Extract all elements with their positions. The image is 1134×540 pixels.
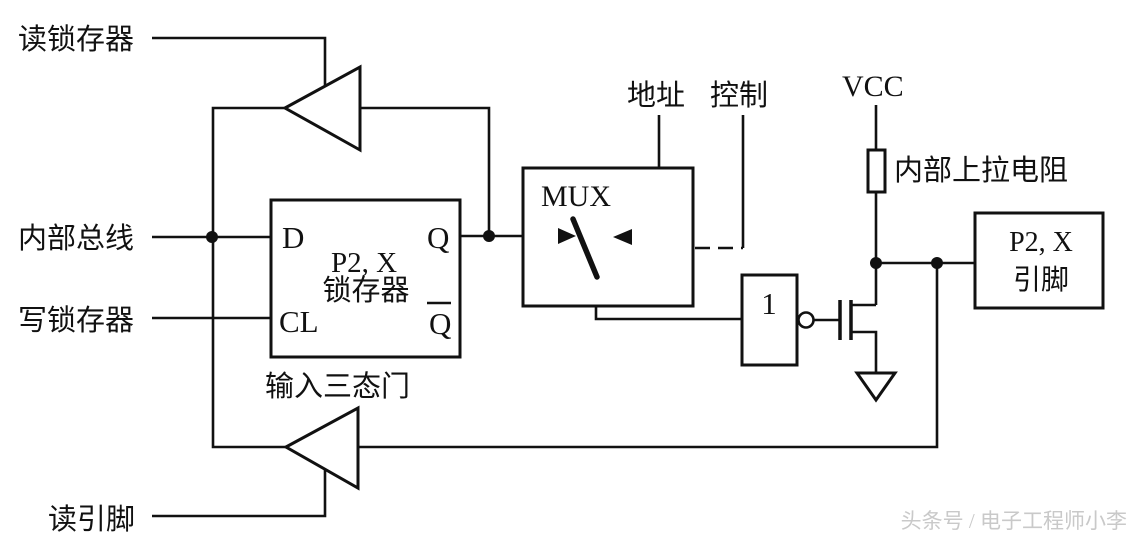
pin-box-line2: 引脚 [1013, 264, 1069, 296]
read-pin-wire [152, 469, 327, 518]
mux-box [521, 166, 695, 308]
latch-title-line1: P2, X [331, 247, 397, 279]
read-latch-label: 读锁存器 [18, 23, 134, 56]
pin-box-line1: P2, X [1009, 227, 1073, 258]
pullup-resistor-label: 内部上拉电阻 [894, 154, 1068, 187]
wires [152, 36, 975, 518]
read-pin-tristate-buffer [282, 405, 360, 491]
mux-switch-arm [570, 216, 600, 280]
pin-junction-dot [931, 257, 943, 269]
mux-label: MUX [541, 180, 611, 213]
junction-dots [206, 230, 943, 269]
q-branch-junction-dot [483, 230, 495, 242]
buffer-outputs-bus-wire [211, 106, 286, 449]
input-tristate-caption: 输入三态门 [265, 370, 410, 403]
mosfet-source-wire [851, 330, 878, 373]
pin-feedback-wire [358, 263, 939, 449]
write-latch-label: 写锁存器 [18, 304, 134, 337]
inverter-bubble [797, 311, 815, 329]
control-label: 控制 [710, 79, 768, 112]
ground-symbol [854, 371, 898, 403]
latch-cl-label: CL [279, 304, 319, 339]
read-pin-label: 读引脚 [48, 503, 135, 536]
q-to-read-buffer-wire [360, 106, 491, 236]
read-latch-wire [152, 36, 327, 87]
drain-junction-dot [870, 257, 882, 269]
pin-box [973, 211, 1105, 310]
latch-title-line2: 锁存器 [322, 274, 409, 307]
bus-junction-dot [206, 231, 218, 243]
inverter-label: 1 [761, 286, 777, 321]
latch-box [269, 198, 462, 359]
address-label: 地址 [627, 79, 685, 112]
inverter-box [740, 273, 799, 367]
address-arrowhead [613, 229, 632, 245]
latch-q-label: Q [427, 220, 449, 255]
latch-qbar-label: Q [429, 306, 451, 341]
latch-d-label: D [282, 220, 304, 255]
watermark-text: 头条号 / 电子工程师小李 [901, 509, 1127, 533]
mux-input-arrowhead [558, 228, 576, 244]
mosfet [838, 300, 853, 340]
pullup-resistor [866, 148, 887, 194]
read-latch-tristate-buffer [281, 64, 362, 153]
internal-bus-label: 内部总线 [18, 222, 134, 255]
vcc-label: VCC [842, 70, 904, 103]
